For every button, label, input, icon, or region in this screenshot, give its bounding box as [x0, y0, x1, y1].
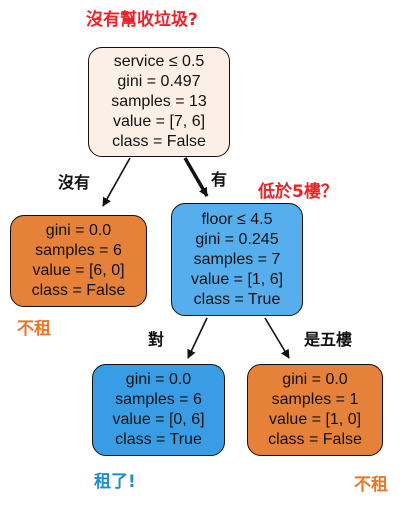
- node-value: value = [0, 6]: [112, 411, 205, 428]
- node-gini: gini = 0.0: [45, 222, 112, 239]
- edge-label-root-left: 沒有: [58, 173, 91, 192]
- not-rent-right-annotation: 不租: [354, 475, 388, 495]
- edge-inner-to-false-leaf: [264, 317, 290, 359]
- node-condition: service ≤ 0.5: [113, 53, 205, 70]
- left-leaf-node: gini = 0.0 samples = 6 value = [6, 0] cl…: [10, 215, 147, 307]
- edge-label-root-right: 有: [211, 170, 228, 189]
- edge-inner-to-true-leaf: [187, 317, 208, 359]
- node-class: class = False: [268, 431, 362, 448]
- node-gini: gini = 0.0: [125, 371, 192, 388]
- node-gini: gini = 0.0: [282, 371, 348, 388]
- node-class: class = True: [115, 431, 202, 448]
- node-value: value = [6, 0]: [32, 262, 125, 279]
- node-condition: floor ≤ 4.5: [201, 210, 273, 228]
- node-gini: gini = 0.497: [117, 73, 201, 90]
- node-class: class = False: [112, 133, 206, 150]
- title-annotation: 沒有幫收垃圾?: [86, 10, 198, 30]
- node-samples: samples = 7: [193, 250, 281, 268]
- node-value: value = [1, 6]: [190, 270, 284, 288]
- false-leaf-node: gini = 0.0 samples = 1 value = [1, 0] cl…: [247, 364, 383, 456]
- node-class: class = True: [193, 290, 281, 308]
- rent-annotation: 租了!: [94, 472, 136, 492]
- edge-label-inner-left: 對: [148, 330, 165, 349]
- node-samples: samples = 1: [271, 391, 359, 408]
- not-rent-left-annotation: 不租: [17, 319, 51, 339]
- root-node: service ≤ 0.5 gini = 0.497 samples = 13 …: [88, 47, 230, 157]
- edge-label-inner-right: 是五樓: [304, 330, 353, 349]
- inner-node: floor ≤ 4.5 gini = 0.245 samples = 7 val…: [171, 203, 303, 316]
- node-samples: samples = 6: [35, 242, 122, 259]
- node-samples: samples = 13: [111, 93, 207, 110]
- edge-root-to-left-leaf: [102, 157, 131, 207]
- node-samples: samples = 6: [115, 391, 202, 408]
- edge-root-to-inner: [183, 157, 209, 197]
- node-gini: gini = 0.245: [195, 230, 279, 248]
- true-leaf-node: gini = 0.0 samples = 6 value = [0, 6] cl…: [92, 364, 225, 456]
- question-annotation: 低於5樓？: [258, 182, 338, 202]
- node-class: class = False: [31, 282, 126, 299]
- node-value: value = [7, 6]: [112, 113, 206, 130]
- node-value: value = [1, 0]: [268, 411, 362, 428]
